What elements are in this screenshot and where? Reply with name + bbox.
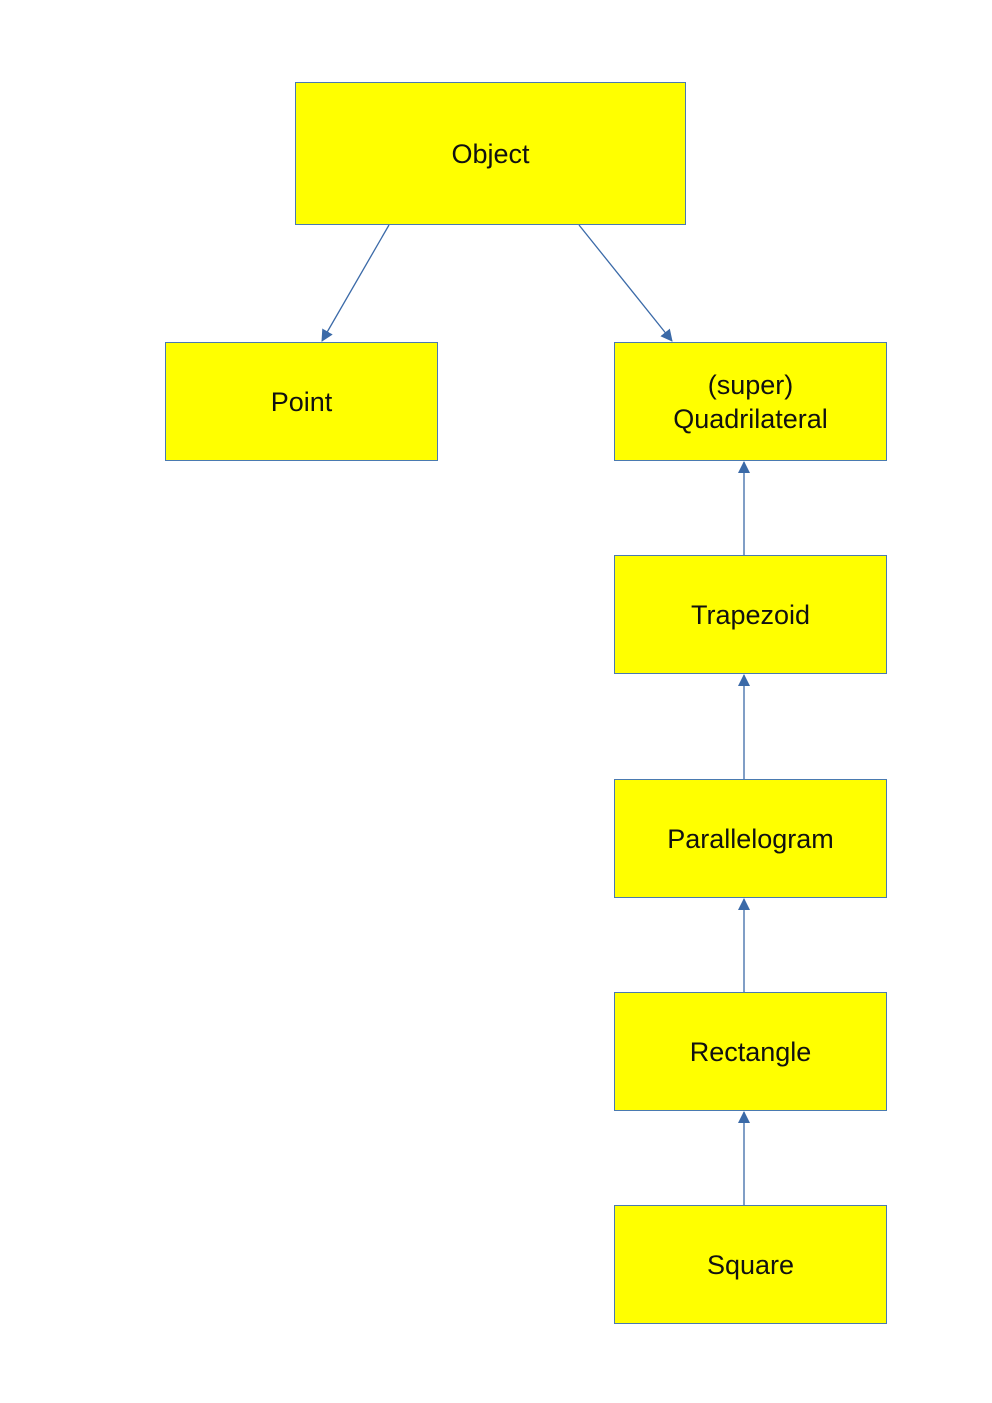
node-square: Square — [614, 1205, 887, 1324]
node-object: Object — [295, 82, 686, 225]
node-parallelogram: Parallelogram — [614, 779, 887, 898]
edge-object-point — [321, 224, 390, 342]
node-trapezoid: Trapezoid — [614, 555, 887, 674]
edge-object-quadrilateral — [578, 224, 673, 342]
node-point: Point — [165, 342, 438, 461]
node-rectangle: Rectangle — [614, 992, 887, 1111]
node-quadrilateral: (super) Quadrilateral — [614, 342, 887, 461]
